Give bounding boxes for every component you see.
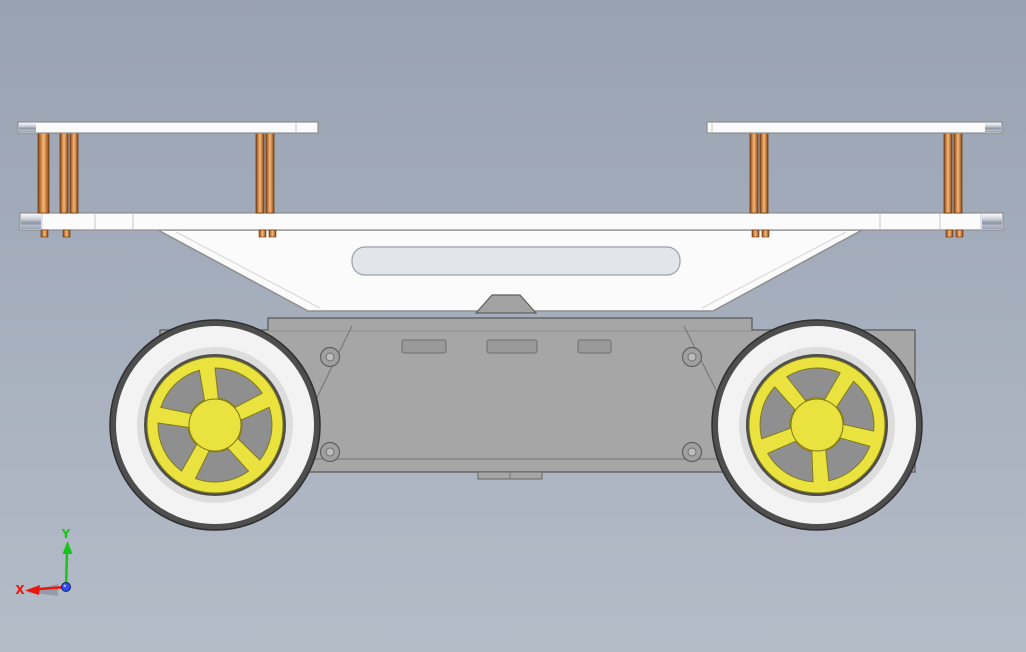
top-plate-left-chrome-cap: [19, 123, 36, 132]
screw-center: [325, 447, 335, 457]
standoff-post: [953, 132, 963, 214]
chassis-slot: [577, 339, 612, 354]
top-plate-left-assembly: [17, 121, 319, 214]
top-bar-chrome-left: [21, 214, 41, 229]
y-axis-line: [64, 551, 69, 588]
wheel-left: [110, 320, 320, 530]
chassis-slot: [486, 339, 538, 354]
top-plate-left: [17, 121, 319, 134]
z-axis-dot: [61, 582, 71, 592]
top-plate-right-chrome-cap: [985, 123, 1001, 132]
chassis-slot: [401, 339, 447, 354]
z-axis-highlight: [63, 584, 67, 588]
standoff-post: [69, 132, 79, 214]
y-axis-label: Y: [61, 527, 71, 541]
deck-center-bracket: [474, 294, 538, 314]
standoff-post: [943, 132, 953, 214]
deck-layer-line-right: [701, 231, 847, 309]
deck-layer-line-left: [175, 231, 321, 309]
chassis-screw: [319, 346, 341, 368]
standoff-post: [255, 132, 265, 214]
top-plate-right: [706, 121, 1003, 134]
standoff-post: [265, 132, 275, 214]
top-bar-chrome-right: [982, 214, 1002, 229]
standoff-post: [37, 132, 50, 214]
screw-center: [687, 352, 697, 362]
chassis-screw: [319, 441, 341, 463]
axis-triad[interactable]: X Y: [15, 527, 73, 597]
deck-handle-slot: [351, 246, 681, 276]
x-axis-arrowhead: [25, 585, 40, 595]
screw-tips: [40, 229, 964, 238]
top-bar-plate: [19, 212, 1004, 231]
x-axis-label: X: [15, 583, 25, 597]
chassis-screw: [681, 346, 703, 368]
screw-center: [325, 352, 335, 362]
upper-deck: [157, 229, 863, 314]
standoff-post: [759, 132, 769, 214]
top-bar: [19, 212, 1004, 238]
top-plate-right-assembly: [706, 121, 1003, 214]
standoff-post: [749, 132, 759, 214]
standoff-post: [59, 132, 69, 214]
top-bar-seams: [41, 214, 982, 229]
chassis-screw: [681, 441, 703, 463]
screw-center: [687, 447, 697, 457]
y-axis-arrowhead: [62, 541, 73, 554]
